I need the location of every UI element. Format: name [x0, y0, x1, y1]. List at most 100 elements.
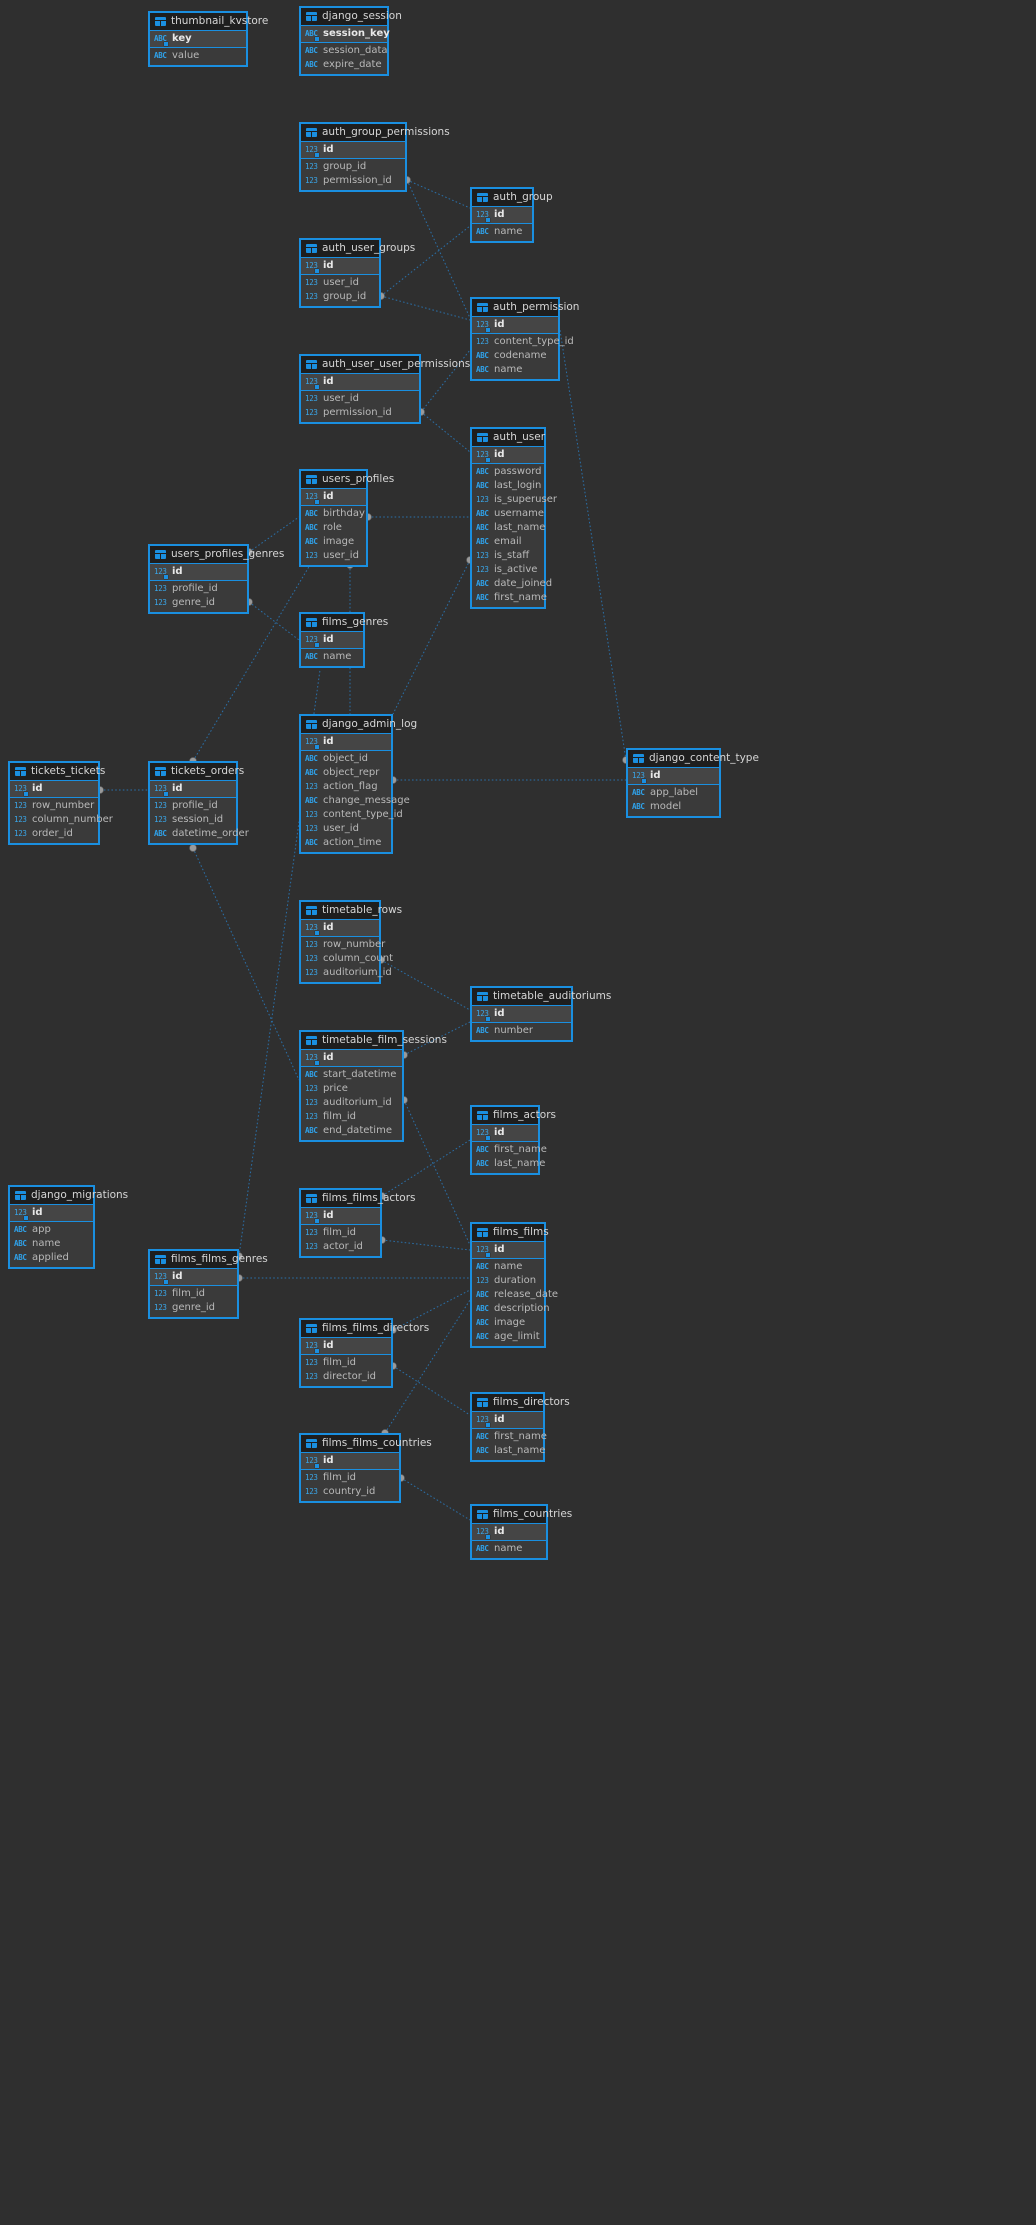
table-header[interactable]: users_profiles [301, 471, 394, 489]
table-header[interactable]: auth_user_user_permissions [301, 356, 470, 374]
table-header[interactable]: auth_permission [472, 299, 579, 317]
table-header[interactable]: users_profiles_genres [150, 546, 284, 564]
table-header[interactable]: auth_group [472, 189, 553, 207]
table-header[interactable]: films_directors [472, 1394, 570, 1412]
table-header[interactable]: films_films_countries [301, 1435, 432, 1453]
table-header[interactable]: thumbnail_kvstore [150, 13, 268, 31]
table-header[interactable]: films_films_genres [150, 1251, 268, 1269]
table-header[interactable]: django_content_type [628, 750, 759, 768]
table-header[interactable]: auth_user [472, 429, 545, 447]
table-header[interactable]: django_session [301, 8, 402, 26]
table-header[interactable]: films_films_directors [301, 1320, 429, 1338]
table-header[interactable]: films_films [472, 1224, 549, 1242]
table-header[interactable]: tickets_tickets [10, 763, 105, 781]
table-header[interactable]: django_migrations [10, 1187, 128, 1205]
table-header[interactable]: films_countries [472, 1506, 572, 1524]
table-header[interactable]: auth_group_permissions [301, 124, 450, 142]
